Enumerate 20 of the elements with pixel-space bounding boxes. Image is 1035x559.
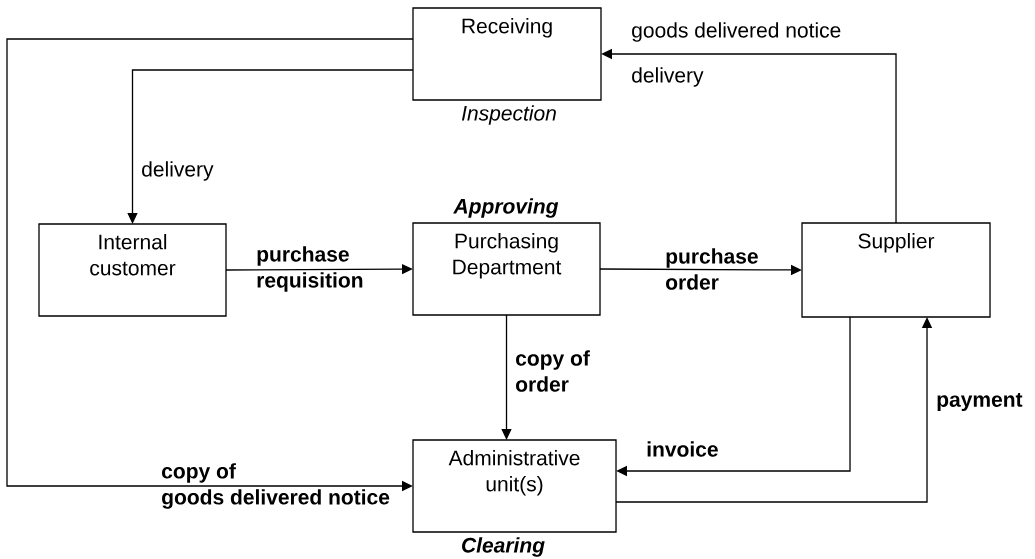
process-box: Supplier bbox=[801, 222, 991, 318]
edge-label: copy of order bbox=[516, 350, 590, 392]
flow-label: delivery bbox=[632, 67, 704, 87]
edge-label: invoice bbox=[647, 441, 718, 457]
arrow bbox=[501, 314, 512, 440]
process-box: Purchasing Department bbox=[412, 222, 601, 316]
edge-label: delivery bbox=[142, 161, 214, 181]
edge-label: goods delivered notice bbox=[632, 22, 841, 42]
process-box: Receiving bbox=[412, 7, 602, 101]
arrow bbox=[616, 316, 851, 477]
process-box: Administrative unit(s) bbox=[412, 439, 617, 533]
node-caption: Approving bbox=[453, 198, 559, 218]
process-box: Internal customer bbox=[38, 223, 227, 317]
edge-label: copy of goods delivered notice bbox=[162, 463, 390, 509]
arrow bbox=[127, 69, 414, 224]
node-caption: Clearing bbox=[462, 537, 545, 557]
node-caption: Inspection bbox=[461, 105, 556, 125]
edge-label: purchase order bbox=[666, 248, 758, 290]
edge-label: payment bbox=[937, 393, 1023, 412]
edge-label: purchase requisition bbox=[257, 246, 363, 292]
